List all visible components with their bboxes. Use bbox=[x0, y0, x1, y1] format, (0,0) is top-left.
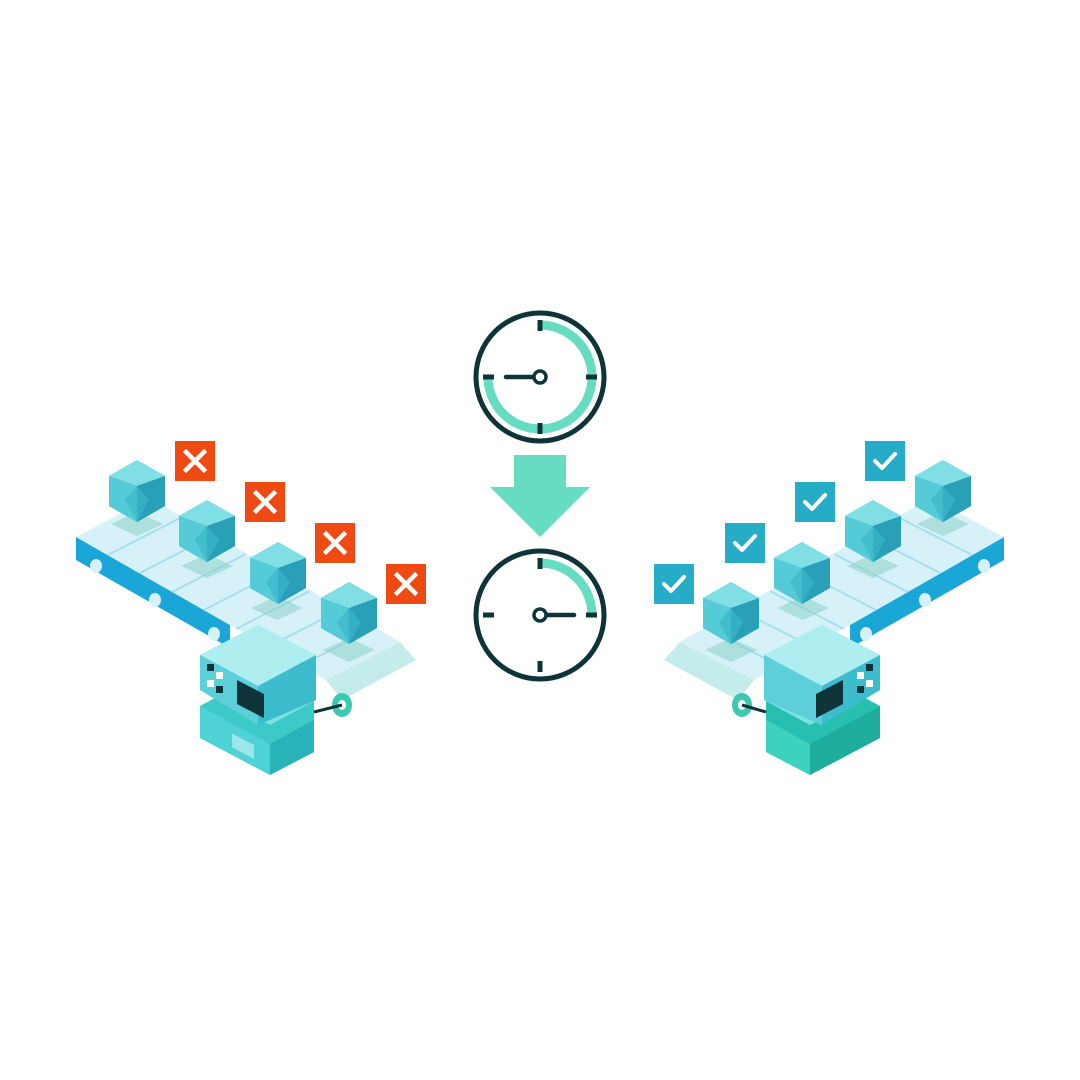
right-conveyor-line bbox=[652, 439, 1004, 775]
x-mark-icon bbox=[245, 482, 285, 522]
right-belt-side bbox=[850, 537, 1004, 648]
left-belt-side bbox=[76, 537, 230, 648]
arrow-down-icon bbox=[490, 455, 590, 537]
left-belt-surface bbox=[76, 498, 400, 680]
left-build-machine bbox=[200, 625, 343, 775]
x-mark-icon bbox=[386, 564, 426, 604]
x-mark-icon bbox=[175, 441, 215, 481]
timer-bottom bbox=[473, 548, 607, 682]
right-build-machine bbox=[741, 625, 880, 775]
timer-top bbox=[473, 310, 607, 444]
right-belt-surface bbox=[680, 498, 1004, 680]
left-conveyor-line bbox=[76, 441, 426, 775]
x-mark-icon bbox=[315, 523, 355, 563]
check-mark-icon bbox=[652, 562, 696, 606]
check-mark-icon bbox=[793, 480, 837, 524]
check-mark-icon bbox=[723, 521, 767, 565]
check-mark-icon bbox=[863, 439, 907, 483]
